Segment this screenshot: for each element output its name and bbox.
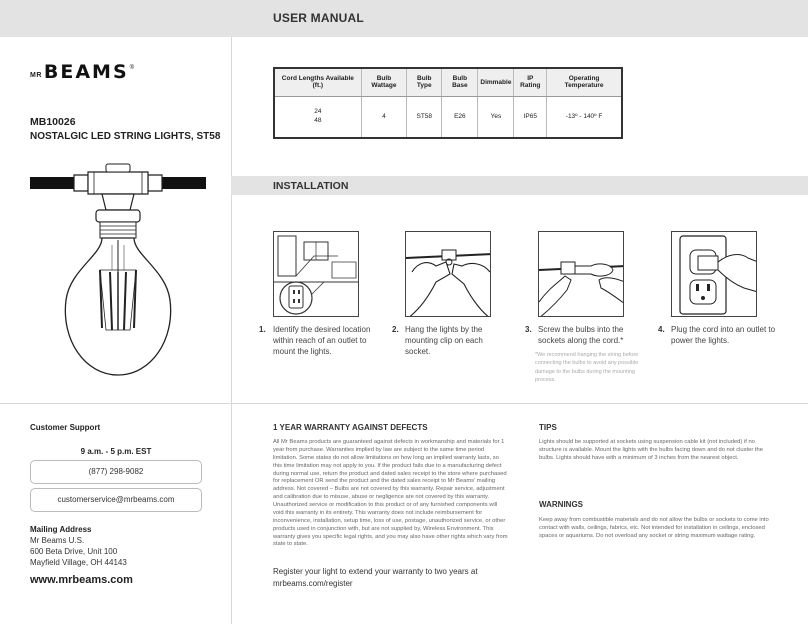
tips-body: Lights should be supported at sockets us… [539,439,763,461]
step-3-number: 3. [525,325,532,334]
installation-title: INSTALLATION [273,180,349,192]
step-3-text: Screw the bulbs into the sockets along t… [538,325,624,345]
mailing-address-title: Mailing Address [30,525,92,534]
step-4-text: Plug the cord into an outlet to power th… [671,325,776,345]
column-divider [231,37,232,624]
col-bulb-base: Bulb Base [441,68,479,97]
address-line-1: Mr Beams U.S. [30,536,85,545]
page-title: USER MANUAL [273,11,364,25]
step-3-note: *We recommend hanging the string before … [535,352,639,383]
step-2-illustration [405,231,491,317]
section-divider [0,403,808,404]
product-name: NOSTALGIC LED STRING LIGHTS, ST58 [30,131,221,142]
header-bar: USER MANUAL [0,0,808,37]
cell-bulb-type: ST58 [406,96,443,138]
step-4-number: 4. [658,325,665,334]
brand-name: BEAMS [43,61,129,83]
cell-cord-length: 24 48 [274,96,362,138]
step-1-illustration [273,231,359,317]
brand-logo: MR BEAMS ® [30,63,134,82]
warranty-body: All Mr Beams products are guaranteed aga… [273,439,508,548]
step-2-text: Hang the lights by the mounting clip on … [405,325,483,356]
address-line-2: 600 Beta Drive, Unit 100 [30,547,118,556]
installation-bar: INSTALLATION [231,176,808,195]
step-3-illustration [538,231,624,317]
step-2-number: 2. [392,325,399,334]
address-line-3: Mayfield Village, OH 44143 [30,558,127,567]
warnings-title: WARNINGS [539,500,583,509]
bulb-illustration [30,160,206,382]
table-row: 24 48 4 ST58 E26 Yes IP65 -13º - 140º F [274,96,622,138]
spec-table: Cord Lengths Available (ft.) Bulb Wattag… [273,67,623,139]
col-bulb-wattage: Bulb Wattage [361,68,408,97]
step-1-text: Identify the desired location within rea… [273,325,371,356]
col-bulb-type: Bulb Type [406,68,443,97]
cell-dimmable: Yes [477,96,515,138]
email-link[interactable]: customerservice@mrbeams.com [30,488,202,512]
step-1-number: 1. [259,325,266,334]
brand-prefix: MR [30,72,42,79]
model-number: MB10026 [30,116,76,128]
cell-bulb-base: E26 [441,96,479,138]
step-4-illustration [671,231,757,317]
registered-mark: ® [129,65,135,71]
cell-operating-temp: -13º - 140º F [565,112,603,120]
register-text: Register your light to extend your warra… [273,567,478,588]
tips-title: TIPS [539,423,557,432]
support-hours: 9 a.m. - 5 p.m. EST [80,447,152,456]
phone-link[interactable]: (877) 298-9082 [30,460,202,484]
col-ip-rating: IP Rating [513,68,548,97]
spec-table-header: Cord Lengths Available (ft.) Bulb Wattag… [274,68,622,97]
customer-support-title: Customer Support [30,423,101,432]
website-link[interactable]: www.mrbeams.com [30,574,133,586]
warnings-body: Keep away from combustible materials and… [539,517,769,539]
warranty-title: 1 YEAR WARRANTY AGAINST DEFECTS [273,423,428,432]
cell-ip-rating: IP65 [513,96,548,138]
col-operating-temp: Operating Temperature [546,68,622,97]
col-cord-length: Cord Lengths Available (ft.) [274,68,362,97]
cell-bulb-wattage: 4 [361,96,408,138]
col-dimmable: Dimmable [477,68,515,97]
